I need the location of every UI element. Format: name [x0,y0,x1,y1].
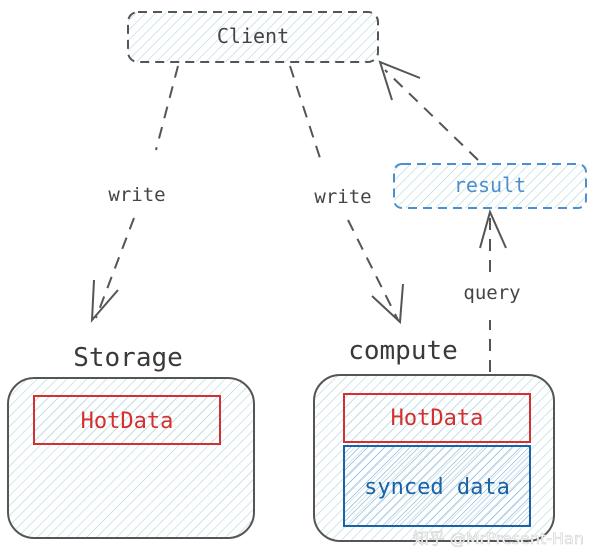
storage-hotdata-label: HotData [81,409,174,434]
compute-hotdata-label: HotData [391,406,484,431]
result-node: result [393,163,587,209]
watermark: 知乎 @MrPresent-Han [413,529,584,548]
write-arrow-storage: write [90,65,179,323]
write-label-storage: write [108,184,165,206]
compute-title: compute [348,336,458,366]
result-label: result [454,173,526,197]
query-label: query [463,282,520,304]
client-label: Client [217,24,289,48]
compute-node: compute HotData synced data [313,336,555,542]
synced-data-label: synced data [364,475,510,500]
query-arrow: query [463,209,521,372]
write-arrow-compute: write [289,65,404,325]
storage-title: Storage [73,343,183,373]
write-label-compute: write [314,186,371,208]
storage-node: Storage HotData [7,343,255,539]
result-to-client-arrow [378,60,479,161]
client-node: Client [127,11,379,63]
